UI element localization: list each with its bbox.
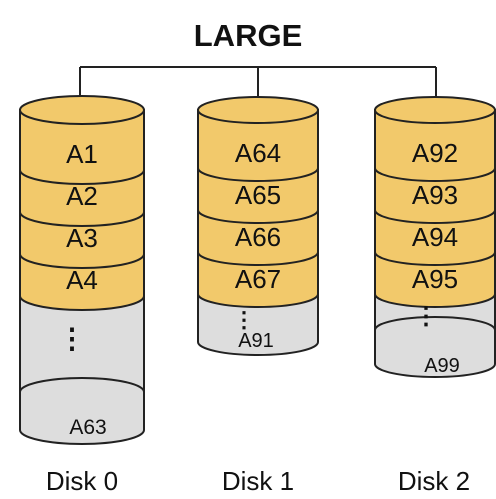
segment-divider (374, 251, 496, 266)
block-label-last: A99 (424, 355, 460, 377)
block-label: A1 (66, 139, 98, 169)
segment-divider (374, 209, 496, 224)
block-label: A66 (235, 222, 281, 252)
block-label-last: A63 (69, 416, 106, 439)
block-label: A94 (412, 222, 458, 252)
block-label: A95 (412, 264, 458, 294)
disk-top (374, 96, 496, 124)
block-label: A2 (66, 181, 98, 211)
disk-body-gray (374, 293, 496, 378)
disk-body-gray (197, 293, 319, 356)
block-label: A92 (412, 138, 458, 168)
diagram-title: LARGE (194, 18, 303, 53)
disk-label: Disk 0 (46, 466, 118, 496)
disk-0: A1 A2 A3 A4 ⋮ A63 (19, 95, 145, 445)
block-label: A4 (66, 265, 98, 295)
segment-divider (197, 251, 319, 266)
segment-divider (19, 253, 145, 269)
disk-top (197, 96, 319, 124)
disk-1: A64 A65 A66 A67 ⋮ A91 (197, 96, 319, 356)
segment-divider (374, 167, 496, 182)
segment-divider (374, 316, 496, 331)
segment-divider (197, 209, 319, 224)
block-label: A67 (235, 264, 281, 294)
disk-label: Disk 2 (398, 466, 470, 496)
block-label-last: A91 (238, 330, 274, 352)
segment-divider (19, 211, 145, 227)
ellipsis-label: ⋮ (414, 303, 438, 330)
block-label: A65 (235, 180, 281, 210)
disk-body-gray (19, 295, 145, 445)
disk-label: Disk 1 (222, 466, 294, 496)
disk-body-yellow (374, 109, 496, 308)
segment-divider (19, 169, 145, 185)
block-label: A3 (66, 223, 98, 253)
block-label: A93 (412, 180, 458, 210)
disk-top (19, 95, 145, 125)
ellipsis-label: ⋮ (233, 307, 255, 332)
ellipsis-label: ⋮ (58, 323, 86, 354)
segment-divider (19, 377, 145, 393)
disk-body-yellow (19, 109, 145, 311)
disk-body-yellow (197, 109, 319, 308)
block-label: A64 (235, 138, 281, 168)
segment-divider (197, 167, 319, 182)
disk-2: A92 A93 A94 A95 ⋮ A99 (374, 96, 496, 378)
